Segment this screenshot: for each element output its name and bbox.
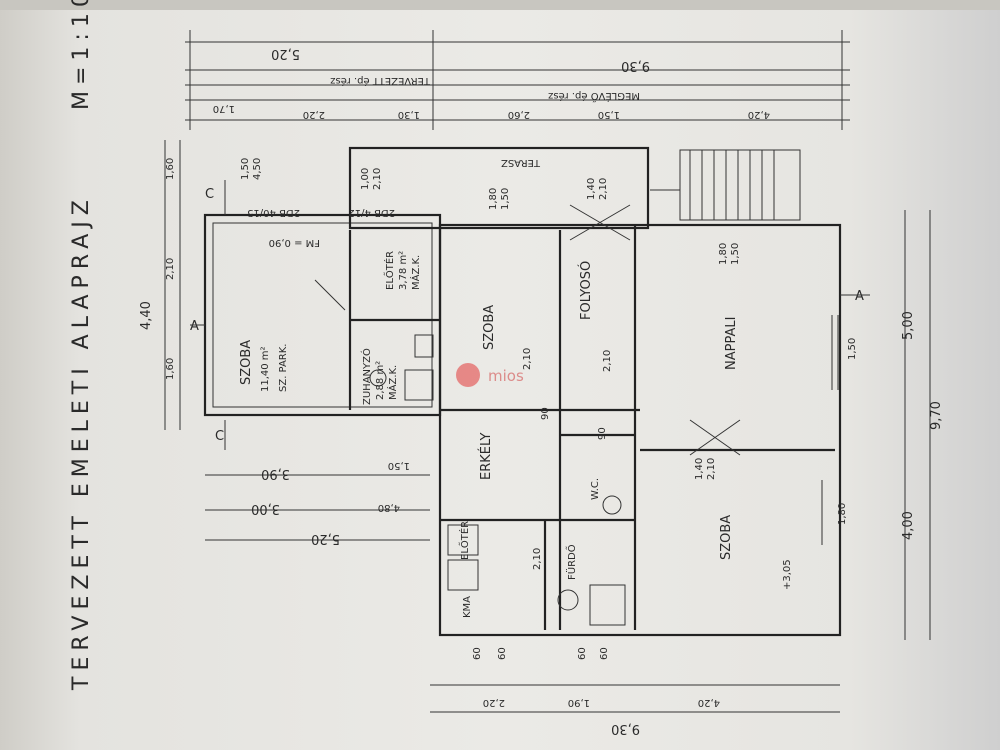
label-2db-4-12: 2DB 4/12 [348, 207, 395, 218]
plan-scale: M=1:100 [69, 0, 94, 110]
top-seg-4: 1,50 [598, 109, 620, 120]
room-zuhanyzo-floor: MÁZ.K. [386, 365, 399, 400]
opening-8: 1,80 [718, 243, 729, 265]
bottom-small-3: 60 [599, 647, 610, 660]
room-nappali: NAPPALI [724, 317, 739, 370]
building-walls [203, 146, 842, 637]
left-dim-160b: 1,60 [165, 358, 176, 380]
left-dim-440: 4,40 [139, 301, 154, 330]
section-a-left: A [190, 319, 199, 334]
opening-10: 2,10 [522, 348, 533, 370]
lb-dim-300: 3,00 [251, 501, 280, 516]
room-szoba-1-area: 11,40 m² [260, 346, 271, 392]
top-dim-930: 9,30 [621, 58, 650, 73]
room-szoba-1: SZOBA [239, 340, 254, 385]
opening-7: 2,10 [598, 178, 609, 200]
opening-11: 90 [540, 407, 551, 420]
top-seg-2: 1,30 [398, 109, 420, 120]
misc-labels: 2DB 40/15 2DB 4/12 FM = 0,90 +3,05 C C A… [190, 180, 870, 590]
bottom-dim-930: 9,30 [611, 721, 640, 736]
opening-3: 2,10 [372, 168, 383, 190]
top-seg-0: 1,70 [213, 103, 235, 114]
opening-18: 2,10 [532, 548, 543, 570]
room-kamra: KMA [462, 596, 473, 618]
plan-title: TERVEZETT EMELETI ALAPRAJZ [69, 194, 94, 691]
room-terasz: TERASZ [501, 157, 541, 168]
section-a-right: A [855, 289, 864, 304]
section-c-bottom: C [215, 429, 224, 444]
opening-1: 4,50 [252, 158, 263, 180]
label-fm: FM = 0,90 [269, 237, 320, 248]
room-labels: SZOBA 11,40 m² SZ. PARK. SZOBA SZOBA NAP… [239, 157, 739, 618]
title-group: TERVEZETT EMELETI ALAPRAJZ M=1:100 [69, 0, 94, 691]
room-hall: ELŐTÉR [457, 521, 471, 560]
label-2db-40-15: 2DB 40/15 [247, 207, 300, 218]
bottom-dim-190: 1,90 [568, 697, 590, 708]
top-dimension-bands: 5,20 9,30 TERVEZETT ép. rész MEGLÉVŐ ép.… [185, 30, 850, 130]
left-bottom-dimensions: 3,90 1,50 3,00 4,80 5,20 [205, 460, 430, 546]
opening-12: 2,10 [602, 350, 613, 372]
top-seg-3: 2,60 [508, 109, 530, 120]
tervezett-label: TERVEZETT ép. rész [330, 75, 431, 87]
right-dim-400: 4,00 [901, 511, 916, 540]
opening-4: 1,80 [488, 188, 499, 210]
lb-dim-150: 1,50 [388, 460, 410, 471]
bottom-dim-220: 2,20 [483, 697, 505, 708]
label-elevation: +3,05 [782, 559, 793, 590]
bottom-small-1: 60 [497, 647, 508, 660]
room-szoba-1-floor: SZ. PARK. [278, 344, 289, 392]
opening-2: 1,00 [360, 168, 371, 190]
top-seg-1: 2,20 [303, 109, 325, 120]
opening-14: 2,10 [706, 458, 717, 480]
room-eloter: ELŐTÉR [382, 251, 396, 290]
room-eloter-area: 3,78 m² [398, 251, 409, 290]
watermark-logo-mark [456, 363, 480, 387]
right-dimension-chain: 5,00 9,70 4,00 [901, 210, 944, 640]
room-eredo: ERKÉLY [478, 432, 494, 480]
room-zuhanyzo: ZUHANYZÓ [360, 348, 373, 405]
room-furdo: FÜRDŐ [564, 544, 578, 580]
opening-5: 1,50 [500, 188, 511, 210]
room-szoba-3: SZOBA [719, 515, 734, 560]
opening-15: 1,50 [847, 338, 858, 360]
room-folyoso: FOLYOSÓ [578, 261, 594, 320]
room-szoba-2: SZOBA [482, 305, 497, 350]
opening-labels: 1,50 4,50 1,00 2,10 1,80 1,50 1,40 2,10 … [240, 158, 858, 570]
opening-16: 90 [597, 427, 608, 440]
bottom-small-0: 60 [472, 647, 483, 660]
bottom-small-2: 60 [577, 647, 588, 660]
room-wc: W.C. [590, 478, 601, 500]
lb-dim-480: 4,80 [378, 502, 400, 513]
meglevo-label: MEGLÉVŐ ép. rész [548, 90, 640, 104]
bottom-dimension-chain: 9,30 4,20 1,90 2,20 60 60 60 60 [430, 647, 840, 736]
opening-13: 1,40 [694, 458, 705, 480]
left-dim-160a: 1,60 [165, 158, 176, 180]
room-eloter-floor: MÁZ.K. [409, 255, 422, 290]
opening-6: 1,40 [586, 178, 597, 200]
top-dim-520: 5,20 [271, 46, 300, 61]
opening-9: 1,50 [730, 243, 741, 265]
lb-dim-390: 3,90 [261, 466, 290, 481]
right-dim-500: 5,00 [901, 311, 916, 340]
bottom-dim-420: 4,20 [698, 697, 720, 708]
watermark-logo: mios [456, 363, 524, 387]
top-seg-5: 4,20 [748, 109, 770, 120]
left-dimension-chain: 4,40 1,60 2,10 1,60 [139, 140, 181, 430]
right-dim-970: 9,70 [929, 401, 944, 430]
room-zuhanyzo-area: 2,88 m² [375, 361, 386, 400]
background-strip [0, 0, 1000, 10]
opening-17: 1,80 [837, 503, 848, 525]
watermark-logo-text: mios [488, 367, 524, 385]
opening-0: 1,50 [240, 158, 251, 180]
left-dim-210: 2,10 [165, 258, 176, 280]
section-c-top: C [205, 187, 214, 202]
lb-dim-520: 5,20 [311, 531, 340, 546]
